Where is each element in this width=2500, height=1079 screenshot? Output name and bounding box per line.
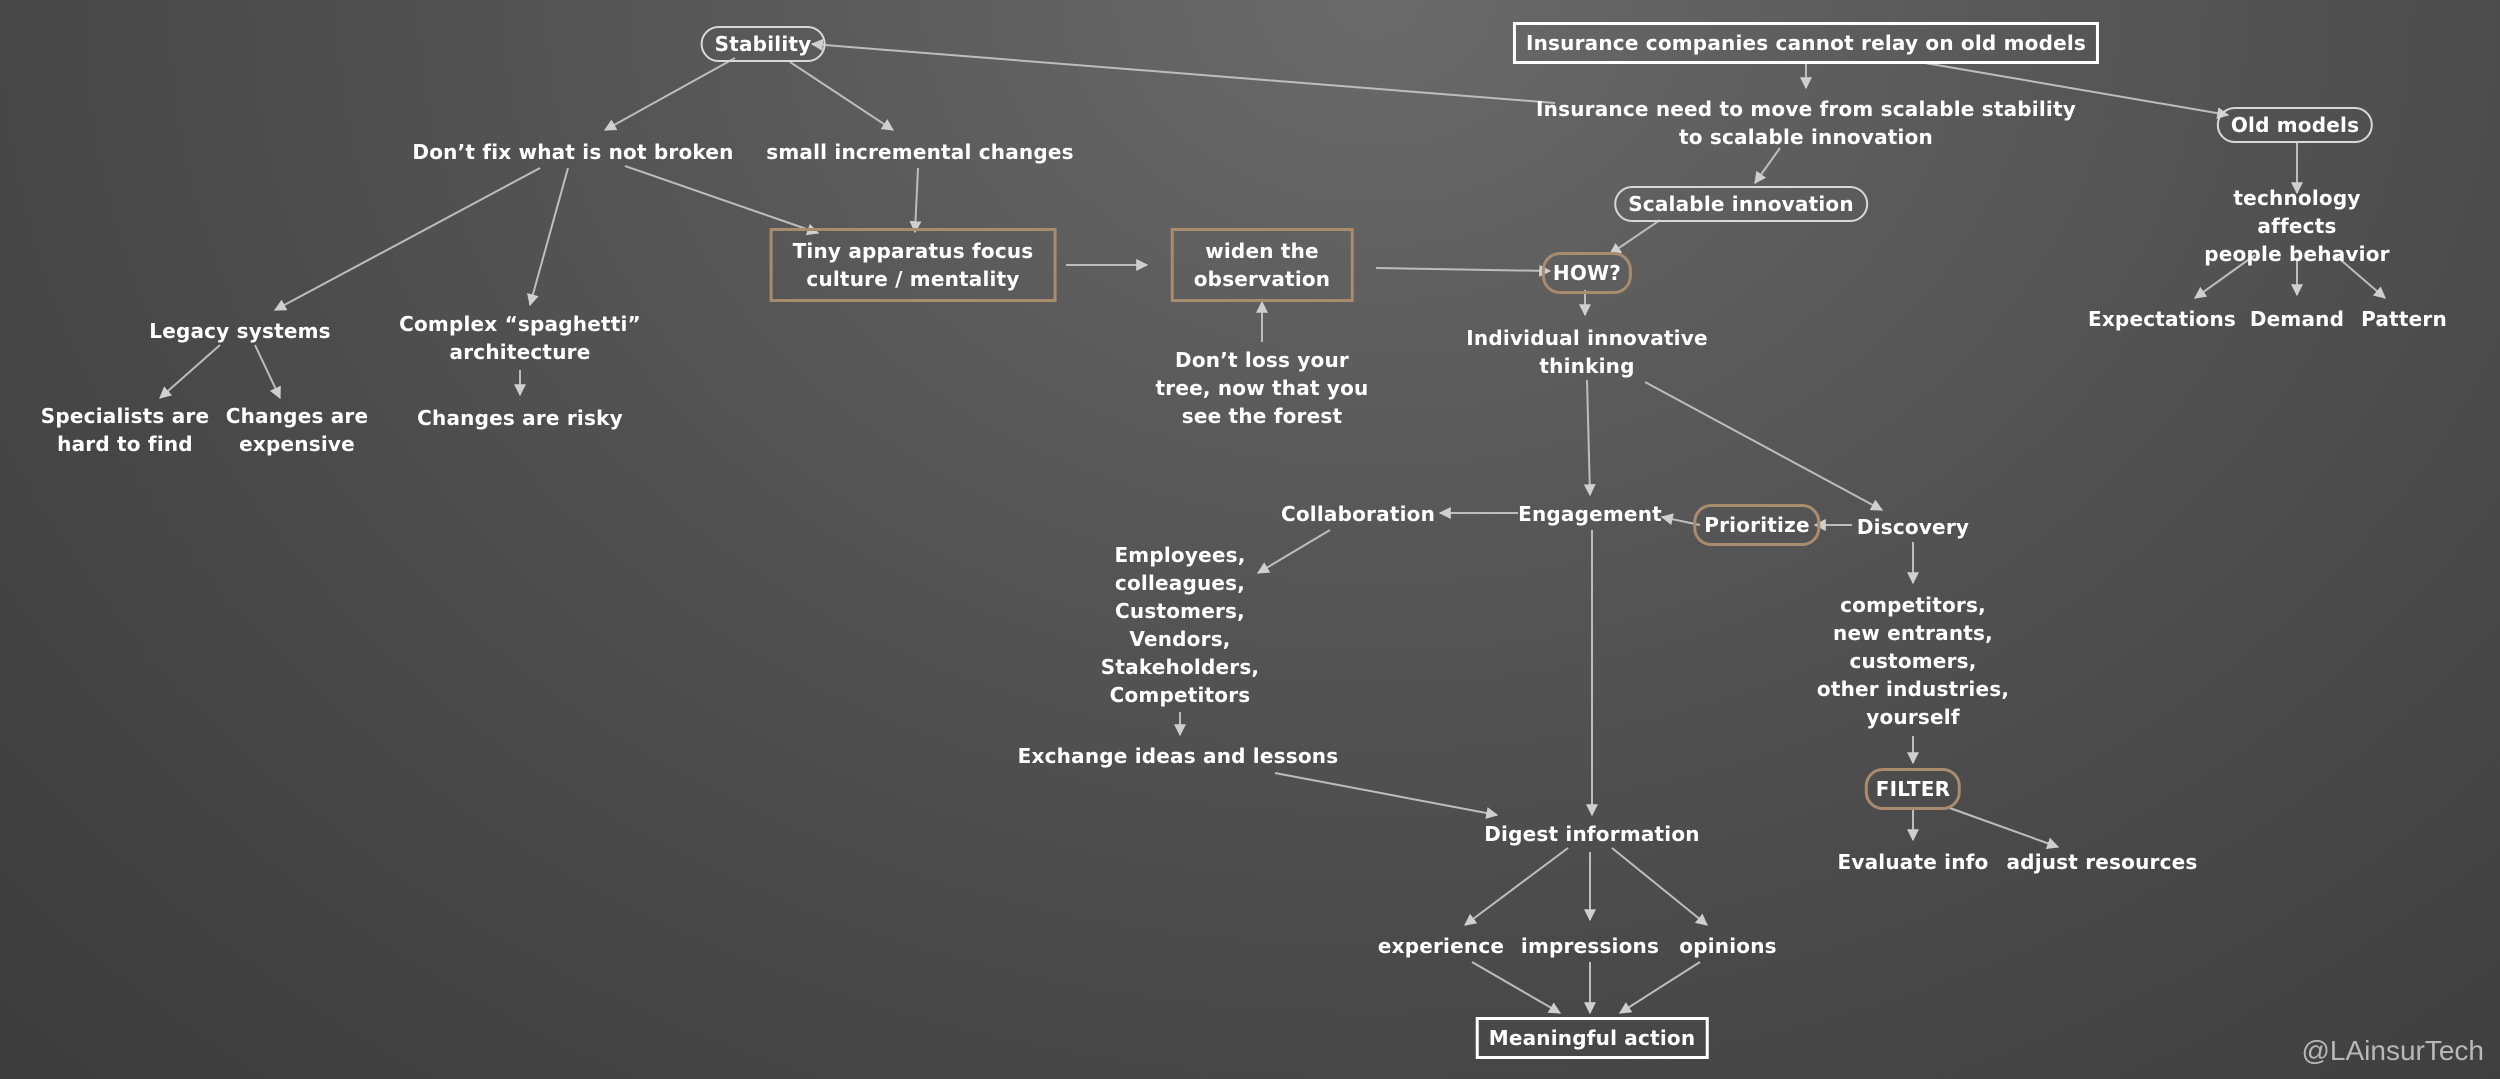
node-specialists: Specialists are hard to find [40,404,210,456]
node-experience: experience [1377,934,1505,958]
arrow-digest-opinions [1611,847,1708,926]
node-demand: Demand [2249,307,2345,331]
node-digest-information: Digest information [1484,822,1700,846]
node-exchange-ideas: Exchange ideas and lessons [1017,744,1339,768]
node-scalable-innovation: Scalable innovation [1614,186,1868,222]
node-insurance-need: Insurance need to move from scalable sta… [1536,97,2076,149]
node-widen-observation: widen the observation [1170,228,1354,302]
node-tiny-apparatus: Tiny apparatus focus culture / mentality [769,228,1057,302]
arrow-small-tiny [909,167,922,234]
arrow-widen-how [1375,264,1552,277]
node-old-models: Old models [2216,107,2374,143]
node-changes-expensive: Changes are expensive [225,404,369,456]
arrow-scalable-how [1609,219,1661,255]
arrow-legacy-specialists [159,344,221,399]
arrow-dontfix-legacy [273,167,541,311]
node-engagement: Engagement [1518,502,1662,526]
arrow-need-stability [810,38,1556,104]
arrow-legacy-expensive [254,344,281,400]
node-how: HOW? [1541,252,1633,294]
watermark: @LAinsurTech [2301,1035,2484,1066]
node-pattern: Pattern [2361,307,2447,331]
node-collaboration: Collaboration [1280,502,1436,526]
arrow-filter-adjust [1946,806,2060,849]
node-dont-loss-tree: Don’t loss your tree, now that you see t… [1155,348,1369,428]
arrow-tech-pattern [2334,254,2386,299]
node-discovery: Discovery [1856,515,1970,539]
node-opinions: opinions [1679,934,1777,958]
node-legacy-systems: Legacy systems [149,319,331,343]
arrow-collab-employees [1256,529,1331,574]
arrow-title-old [1924,62,2230,120]
node-individual-thinking: Individual innovative thinking [1466,326,1708,378]
node-prioritize: Prioritize [1693,504,1821,546]
node-stability: Stability [700,26,826,62]
node-evaluate-info: Evaluate info [1837,850,1989,874]
node-competitors-list: competitors, new entrants, customers, ot… [1816,593,2010,729]
arrow-individual-discovery [1644,381,1884,511]
node-adjust-resources: adjust resources [2006,850,2198,874]
node-small-incremental-changes: small incremental changes [766,140,1074,164]
node-insurance-title: Insurance companies cannot relay on old … [1512,22,2100,64]
node-filter: FILTER [1864,768,1962,810]
arrow-individual-engagement [1583,379,1596,497]
arrow-digest-experience [1464,847,1569,926]
node-complex-architecture: Complex “spaghetti” architecture [399,312,641,364]
node-changes-risky: Changes are risky [417,406,623,430]
arrow-dontfix-tiny [624,165,820,236]
node-employees-list: Employees, colleagues, Customers, Vendor… [1100,543,1260,707]
node-impressions: impressions [1520,934,1660,958]
arrow-experience-meaningful [1471,961,1562,1014]
arrow-opinions-meaningful [1618,961,1701,1014]
arrow-tech-expectations [2194,254,2256,299]
node-expectations: Expectations [2087,307,2237,331]
arrow-need-scalable [1754,147,1781,184]
arrow-stability-small [789,61,895,131]
arrow-stability-dontfix [603,57,736,131]
arrow-exchange-digest [1274,772,1499,819]
node-dont-fix: Don’t fix what is not broken [412,140,734,164]
node-meaningful-action: Meaningful action [1475,1017,1709,1059]
arrow-dontfix-complex [527,167,569,307]
node-technology-affects: technology affects people behavior [2204,186,2390,266]
